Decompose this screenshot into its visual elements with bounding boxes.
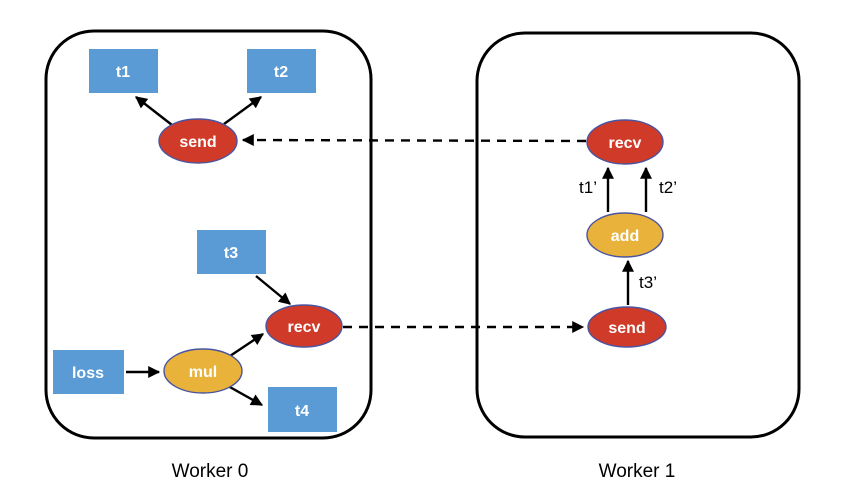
node-label: mul — [189, 364, 217, 381]
node-label: recv — [288, 319, 321, 336]
edge-label-t2-prime: t2’ — [659, 178, 677, 197]
edge-w0-mul-to-recv — [226, 333, 264, 359]
node-w0-t4: t4 — [268, 387, 337, 432]
node-label: t2 — [274, 64, 288, 81]
op-ellipse — [158, 118, 238, 164]
node-w0-recv: recv — [265, 304, 343, 348]
tensor-rect — [197, 230, 266, 274]
worker-1-caption: Worker 1 — [599, 461, 676, 482]
node-w0-t2: t2 — [247, 49, 316, 93]
node-label: send — [608, 320, 645, 337]
node-label: add — [611, 228, 639, 245]
node-w0-mul: mul — [163, 348, 243, 394]
tensor-rect — [247, 49, 316, 93]
node-w1-add: add — [586, 212, 664, 258]
worker-0-caption: Worker 0 — [172, 461, 249, 482]
op-ellipse — [265, 304, 343, 348]
edge-w0-send-to-t1 — [135, 96, 173, 126]
op-ellipse — [163, 348, 243, 394]
worker-1-boundary — [475, 31, 801, 439]
node-label: send — [179, 134, 216, 151]
edge-label-t3-prime: t3’ — [639, 273, 657, 292]
op-ellipse — [586, 119, 664, 165]
node-w0-loss: loss — [53, 350, 124, 394]
node-label: recv — [609, 135, 642, 152]
edge-w0-mul-to-t4 — [227, 384, 264, 407]
edge-w0-send-to-t2 — [223, 96, 262, 125]
tensor-rect — [89, 49, 158, 93]
edge-w1-recv-to-w0-send-dashed — [241, 134, 587, 147]
op-ellipse — [586, 212, 664, 258]
tensor-rect — [268, 387, 337, 432]
node-label: t1 — [116, 64, 130, 81]
tensor-rect — [53, 350, 124, 394]
node-label: loss — [72, 365, 104, 382]
node-label: t3 — [224, 245, 238, 262]
node-w0-t3: t3 — [197, 230, 266, 274]
node-w0-send: send — [158, 118, 238, 164]
edge-w0-t3-to-recv — [255, 275, 291, 305]
edge-label-t1-prime: t1’ — [579, 178, 597, 197]
worker-0-boundary — [44, 29, 373, 440]
node-w1-recv: recv — [586, 119, 664, 165]
op-ellipse — [587, 306, 667, 348]
node-label: t4 — [295, 403, 309, 420]
node-w0-t1: t1 — [89, 49, 158, 93]
node-w1-send: send — [587, 306, 667, 348]
